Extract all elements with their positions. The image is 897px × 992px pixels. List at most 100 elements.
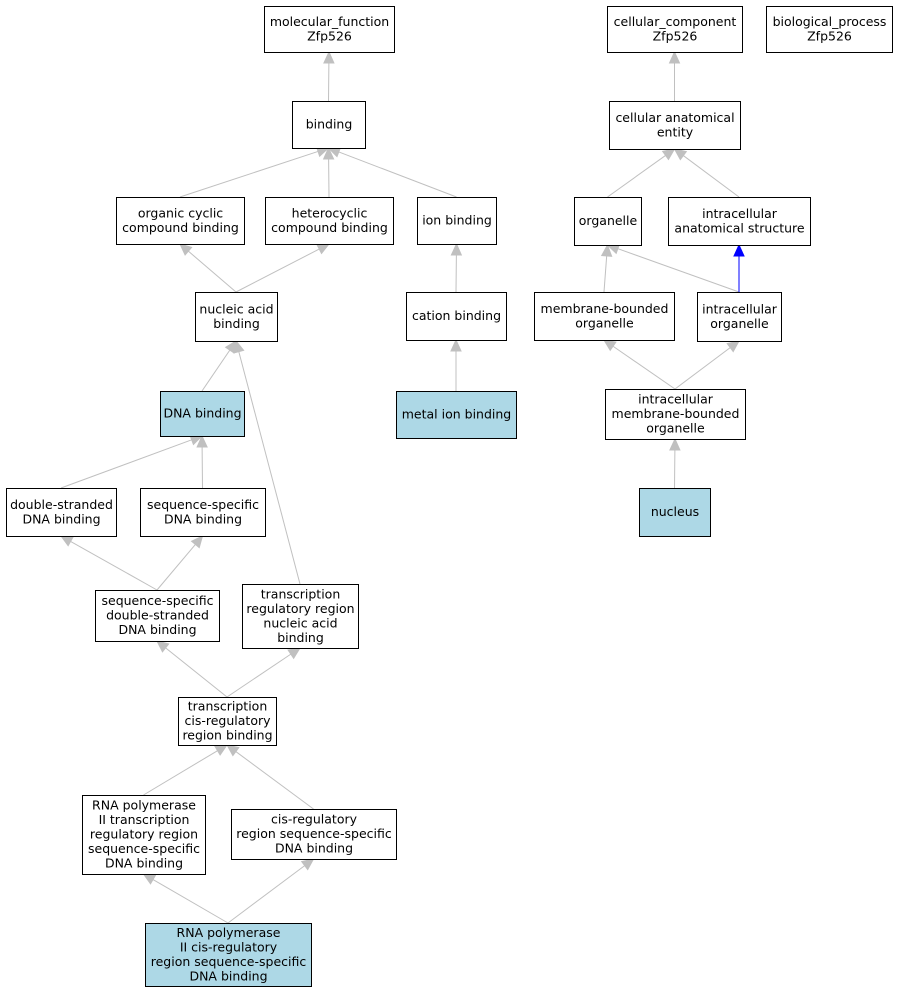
node-label-line: double-stranded [106,608,209,623]
edge-ds-dna-to-dna-binding [60,434,204,489]
node-label-line: II cis-regulatory [180,939,278,954]
edge-line [70,540,158,591]
edge-ssds-dna-to-ds-dna [59,535,158,591]
edge-mbo-to-organelle [600,243,613,293]
edge-line [338,151,457,198]
node-box [160,391,245,437]
node-label-line: binding [306,117,353,132]
edge-line [674,347,731,390]
arrowhead [316,243,331,255]
node-organelle[interactable]: organelle [574,197,642,246]
node-label-line: cis-regulatory [185,713,272,728]
node-label-line: DNA binding [22,511,100,526]
node-box [178,697,277,746]
arrowhead [726,340,740,353]
node-binding[interactable]: binding [292,101,366,149]
node-label-line: region sequence-specific [151,954,307,969]
node-label-line: organelle [646,421,705,436]
node-box [396,391,517,439]
node-nucleus[interactable]: nucleus [639,488,711,537]
edge-line [179,150,319,198]
node-label-line: nucleic acid [263,615,337,630]
node-label-line: cellular anatomical [615,110,734,125]
node-label-line: DNA binding [275,841,353,856]
edge-line [226,653,292,698]
node-label-line: DNA binding [105,856,183,871]
node-box [292,101,366,149]
node-box [265,197,394,245]
edge-metal-ion-to-cation-binding [450,338,462,391]
node-box [574,197,642,246]
node-dna-binding[interactable]: DNA binding [160,391,245,437]
node-metal-ion[interactable]: metal ion binding [396,391,517,439]
node-box [534,292,675,341]
node-box [82,795,206,875]
edge-line [607,154,666,198]
node-label-line: DNA binding [164,511,242,526]
node-label-line: entity [657,124,694,139]
edge-line [617,248,740,293]
edge-imbo-to-mbo [603,339,676,390]
arrowhead [323,50,335,64]
node-ion-binding[interactable]: ion binding [417,197,497,245]
edge-line [165,647,228,698]
node-label-line: metal ion binding [402,407,512,422]
arrowhead [142,873,157,885]
node-cation-binding[interactable]: cation binding [406,292,507,341]
edge-organelle-to-cae [607,148,676,198]
node-label-line: cis-regulatory [271,812,358,827]
node-label-line: organelle [710,316,769,331]
edge-ss-dna-to-dna-binding [196,434,208,489]
edge-ias-to-cae [673,148,740,198]
node-label-line: molecular_function [270,14,389,29]
arrowhead [322,146,335,160]
node-label-line: DNA binding [189,968,267,983]
node-label-line: Zfp526 [807,28,852,43]
node-label-line: binding [213,316,260,331]
node-label-line: RNA polymerase [177,925,281,940]
node-label-line: II transcription [99,812,190,827]
node-label-line: region sequence-specific [236,826,392,841]
edge-cation-binding-to-ion-binding [450,242,463,293]
node-box [766,6,893,53]
arrowhead [450,242,463,256]
edge-line [227,865,305,924]
node-box [145,923,312,987]
node-label-line: region binding [182,728,272,743]
node-label-line: sequence-specific [88,841,200,856]
node-label-line: cellular_component [614,14,737,29]
edge-cae-to-cellular-component [668,50,681,101]
edge-dna-binding-to-nucleic-acid [201,340,237,392]
edge-line [60,439,192,489]
node-box [639,488,711,537]
node-label-line: membrane-bounded [612,406,740,421]
arrowhead [190,535,204,549]
arrowhead [300,858,315,871]
arrowhead [233,339,245,354]
arrowhead [669,437,681,451]
node-label-line: biological_process [773,14,887,29]
edge-line [201,349,231,392]
arrowhead [673,148,688,161]
edge-layer [59,50,745,924]
